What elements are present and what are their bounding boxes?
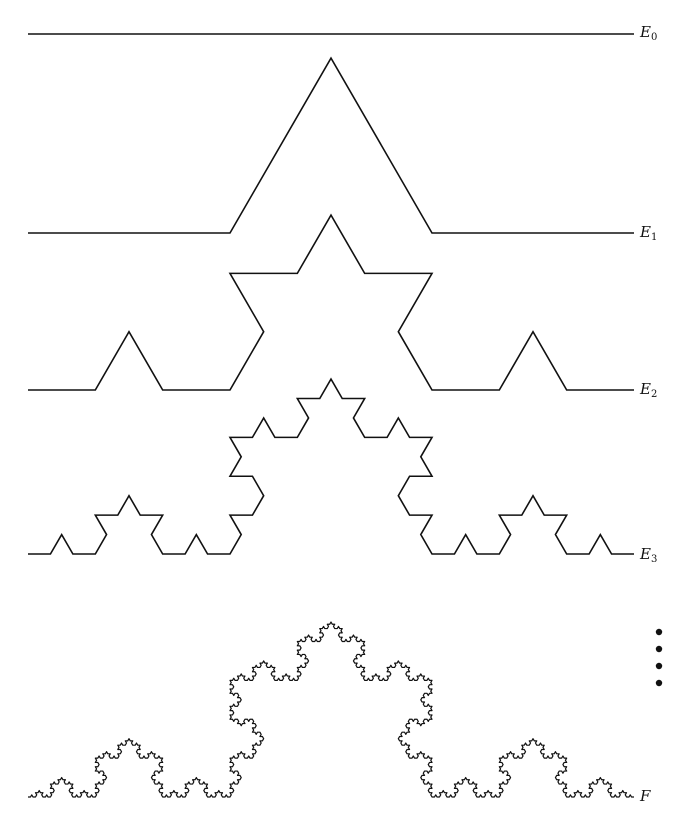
curve-f bbox=[28, 621, 634, 798]
continuation-dot bbox=[655, 628, 663, 636]
curve-e2 bbox=[28, 213, 634, 391]
continuation-dot bbox=[655, 662, 663, 670]
label-e2: E2 bbox=[640, 380, 658, 400]
curve-e3 bbox=[28, 377, 634, 555]
continuation-dot bbox=[655, 645, 663, 653]
label-e0: E0 bbox=[640, 23, 658, 43]
label-e1: E1 bbox=[640, 223, 658, 243]
label-e3: E3 bbox=[640, 545, 658, 565]
label-f: F bbox=[640, 787, 651, 805]
curve-e1 bbox=[28, 56, 634, 234]
continuation-dots bbox=[655, 628, 663, 687]
continuation-dot bbox=[655, 679, 663, 687]
